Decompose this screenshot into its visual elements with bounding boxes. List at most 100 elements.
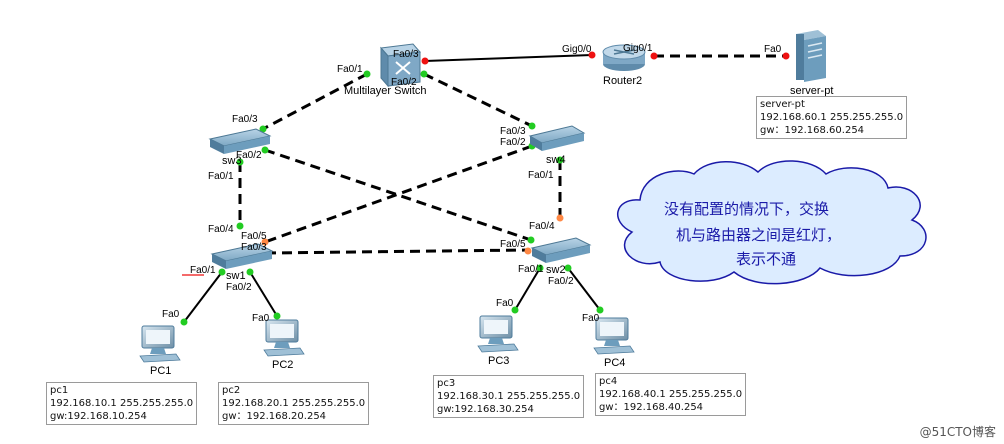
port-label: Gig0/0 xyxy=(562,44,592,55)
sw4-icon[interactable]: sw4 xyxy=(528,125,586,166)
port-label: Fa0/1 xyxy=(208,171,234,182)
port-label: Fa0/2 xyxy=(236,150,262,161)
light-sw1-fa02 xyxy=(246,268,254,276)
sw4-label: sw4 xyxy=(546,154,566,166)
light-sw4-fa01 xyxy=(556,156,564,164)
port-label: Fa0/2 xyxy=(500,137,526,148)
port-label: Fa0/5 xyxy=(500,239,526,250)
cloud-callout: 没有配置的情况下，交换 机与路由器之间是红灯， 表示不通 xyxy=(616,160,927,285)
link-mls-sw3[interactable] xyxy=(262,72,368,131)
info-name: pc4 xyxy=(599,376,618,387)
port-label: Fa0/2 xyxy=(391,77,417,88)
port-label: Fa0/1 xyxy=(518,264,544,275)
pc1-info-box: pc1 192.168.10.1 255.255.255.0 gw:192.16… xyxy=(46,382,198,425)
info-gw: gw：192.168.20.254 xyxy=(222,411,327,422)
port-label: Fa0 xyxy=(252,313,270,324)
pc2-icon[interactable]: PC2 xyxy=(263,319,305,371)
port-label: Gig0/1 xyxy=(623,43,653,54)
link-mls-router[interactable] xyxy=(424,54,593,62)
pc4-icon[interactable]: PC4 xyxy=(593,317,635,369)
sw1-icon[interactable]: sw1 xyxy=(210,243,274,282)
sw2-icon[interactable]: sw2 xyxy=(530,237,592,276)
info-ip: 192.168.20.1 255.255.255.0 xyxy=(222,398,366,409)
info-ip: 192.168.60.1 255.255.255.0 xyxy=(760,112,904,123)
link-sw2-pc4[interactable] xyxy=(567,267,601,311)
link-sw4-sw1[interactable] xyxy=(264,144,533,244)
port-label: Fa0 xyxy=(582,313,600,324)
light-sw3-fa03 xyxy=(259,125,267,133)
light-sw1-fa04 xyxy=(236,222,244,230)
links xyxy=(183,54,786,323)
info-name: pc1 xyxy=(50,385,69,396)
watermark: @51CTO博客 xyxy=(919,425,996,439)
server-icon[interactable]: server-pt xyxy=(790,30,833,97)
info-name: server-pt xyxy=(760,99,805,110)
sw3-icon[interactable]: sw3 xyxy=(208,128,272,167)
info-ip: 192.168.10.1 255.255.255.0 xyxy=(50,398,194,409)
light-sw2-fa01 xyxy=(536,264,544,272)
pc3-label: PC3 xyxy=(488,355,509,367)
cloud-line-2: 机与路由器之间是红灯， xyxy=(676,226,841,244)
light-sw2-fa05-a xyxy=(527,236,535,244)
light-sw1-fa01 xyxy=(218,268,226,276)
info-gw: gw：192.168.60.254 xyxy=(760,125,865,136)
port-label: Fa0/1 xyxy=(528,170,554,181)
light-sw1-fa05 xyxy=(261,238,269,246)
pc2-info-box: pc2 192.168.20.1 255.255.255.0 gw：192.16… xyxy=(218,382,370,425)
pc2-label: PC2 xyxy=(272,359,293,371)
info-name: pc2 xyxy=(222,385,241,396)
mls-label: Multilayer Switch xyxy=(344,85,427,97)
router-label: Router2 xyxy=(603,75,642,87)
info-gw: gw：192.168.40.254 xyxy=(599,402,704,413)
light-pc2 xyxy=(273,312,281,320)
port-label: Fa0/1 xyxy=(190,265,216,276)
cloud-line-1: 没有配置的情况下，交换 xyxy=(664,200,829,218)
port-label: Fa0 xyxy=(496,298,514,309)
port-label: Fa0/3 xyxy=(241,242,267,253)
light-pc4 xyxy=(596,306,604,314)
light-router-gig00 xyxy=(588,51,596,59)
info-gw: gw:192.168.10.254 xyxy=(50,411,147,422)
cloud-line-3: 表示不通 xyxy=(736,250,796,268)
sw1-label: sw1 xyxy=(226,270,246,282)
light-pc1 xyxy=(180,318,188,326)
pc3-icon[interactable]: PC3 xyxy=(477,315,519,367)
light-pc3 xyxy=(511,306,519,314)
pc4-info-box: pc4 192.168.40.1 255.255.255.0 gw：192.16… xyxy=(595,373,747,416)
link-mls-sw4[interactable] xyxy=(423,72,533,128)
port-label: Fa0/4 xyxy=(529,221,555,232)
port-label: Fa0/3 xyxy=(500,126,526,137)
light-sw3-fa01 xyxy=(236,158,244,166)
light-sw2-fa04 xyxy=(556,214,564,222)
link-sw2-pc3[interactable] xyxy=(514,267,541,311)
port-label: Fa0/1 xyxy=(337,64,363,75)
pc1-label: PC1 xyxy=(150,365,171,377)
port-label: Fa0/2 xyxy=(226,282,252,293)
info-gw: gw:192.168.30.254 xyxy=(437,404,534,415)
info-name: pc3 xyxy=(437,378,456,389)
port-label: Fa0 xyxy=(764,44,782,55)
light-mls-fa03 xyxy=(421,57,429,65)
light-sw2-fa05-b xyxy=(524,247,532,255)
pc1-icon[interactable]: PC1 xyxy=(139,325,181,377)
light-sw2-fa02 xyxy=(564,264,572,272)
light-sw3-fa02 xyxy=(261,146,269,154)
link-lights xyxy=(180,51,790,326)
port-label: Fa0/3 xyxy=(232,114,258,125)
info-ip: 192.168.30.1 255.255.255.0 xyxy=(437,391,581,402)
port-label: Fa0/5 xyxy=(241,231,267,242)
port-label: Fa0/2 xyxy=(548,276,574,287)
pc3-info-box: pc3 192.168.30.1 255.255.255.0 gw:192.16… xyxy=(433,375,585,418)
router-icon[interactable]: Router2 xyxy=(602,44,646,87)
link-sw1-pc2[interactable] xyxy=(249,271,278,317)
pc4-label: PC4 xyxy=(604,357,625,369)
link-sw1-pc1[interactable] xyxy=(183,271,223,323)
light-mls-fa02 xyxy=(420,70,428,78)
link-sw1-sw2[interactable] xyxy=(265,248,529,255)
sw2-label: sw2 xyxy=(546,264,566,276)
server-info-box: server-pt 192.168.60.1 255.255.255.0 gw：… xyxy=(756,96,908,139)
light-server-fa0 xyxy=(782,52,790,60)
light-mls-fa01 xyxy=(363,70,371,78)
light-sw4-fa03 xyxy=(528,122,536,130)
multilayer-switch-icon[interactable]: Multilayer Switch xyxy=(344,43,427,97)
